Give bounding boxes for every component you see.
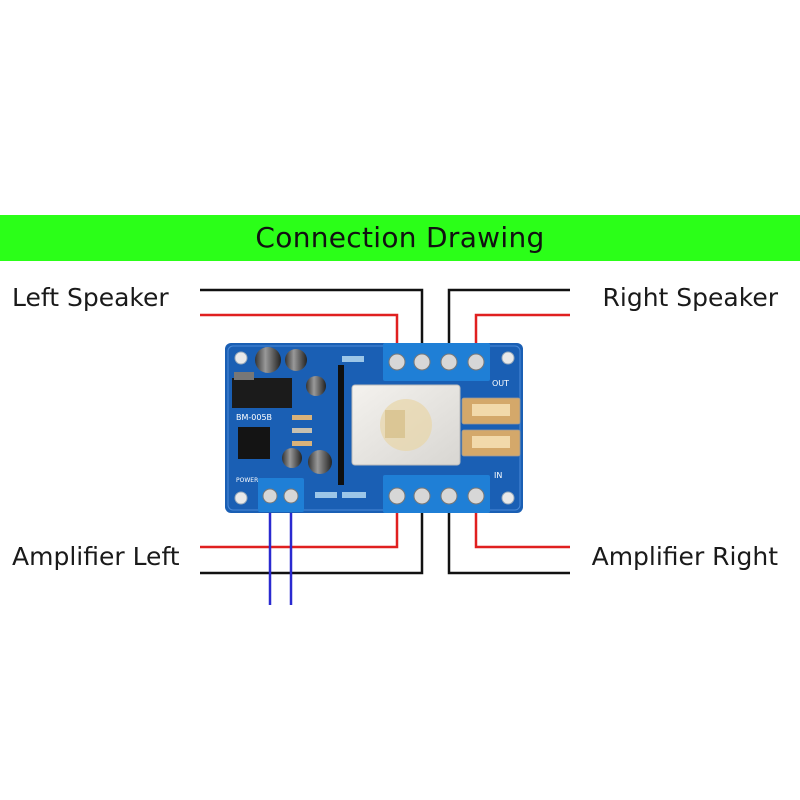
capacitor-1 — [255, 347, 281, 373]
out-terminal-1 — [388, 353, 406, 371]
right-speaker-black-wire — [447, 288, 570, 355]
in-terminal-4 — [467, 487, 485, 505]
amplifier-left-label: Amplifier Left — [12, 542, 180, 571]
amplifier-left-red-wire — [200, 505, 399, 549]
power-terminal-block — [258, 478, 304, 512]
board-model: BM-005B — [236, 413, 272, 422]
out-terminal-3 — [440, 353, 458, 371]
out-terminal-4 — [467, 353, 485, 371]
title-banner: Connection Drawing — [0, 215, 800, 261]
power-wires — [268, 505, 293, 605]
left-speaker-red-wire — [200, 313, 399, 355]
capacitor-2 — [285, 349, 307, 371]
right-speaker-label: Right Speaker — [602, 283, 778, 312]
page-title: Connection Drawing — [255, 221, 545, 254]
right-speaker-red-wire — [474, 313, 570, 355]
in-terminal-2 — [413, 487, 431, 505]
amplifier-left-black-wire — [200, 505, 424, 575]
regulator — [232, 378, 292, 408]
ic-chip — [238, 427, 270, 459]
amplifier-wires — [200, 505, 570, 575]
output-terminal-block — [383, 343, 490, 381]
out-terminal-2 — [413, 353, 431, 371]
out-label: OUT — [492, 379, 509, 388]
capacitor-5 — [308, 450, 332, 474]
in-label: IN — [494, 471, 502, 480]
input-terminal-block — [383, 475, 490, 513]
in-terminal-3 — [440, 487, 458, 505]
left-speaker-label: Left Speaker — [12, 283, 169, 312]
pcb-board: BM-005B OUT — [225, 343, 523, 513]
amplifier-right-label: Amplifier Right — [591, 542, 778, 571]
power-terminal-1 — [262, 488, 278, 504]
amplifier-right-red-wire — [474, 505, 570, 549]
speaker-wires — [200, 288, 570, 355]
capacitor-3 — [306, 376, 326, 396]
amplifier-right-black-wire — [447, 505, 570, 575]
left-speaker-black-wire — [200, 288, 424, 355]
capacitor-4 — [282, 448, 302, 468]
power-terminal-2 — [283, 488, 299, 504]
in-terminal-1 — [388, 487, 406, 505]
power-label: POWER — [236, 477, 258, 484]
